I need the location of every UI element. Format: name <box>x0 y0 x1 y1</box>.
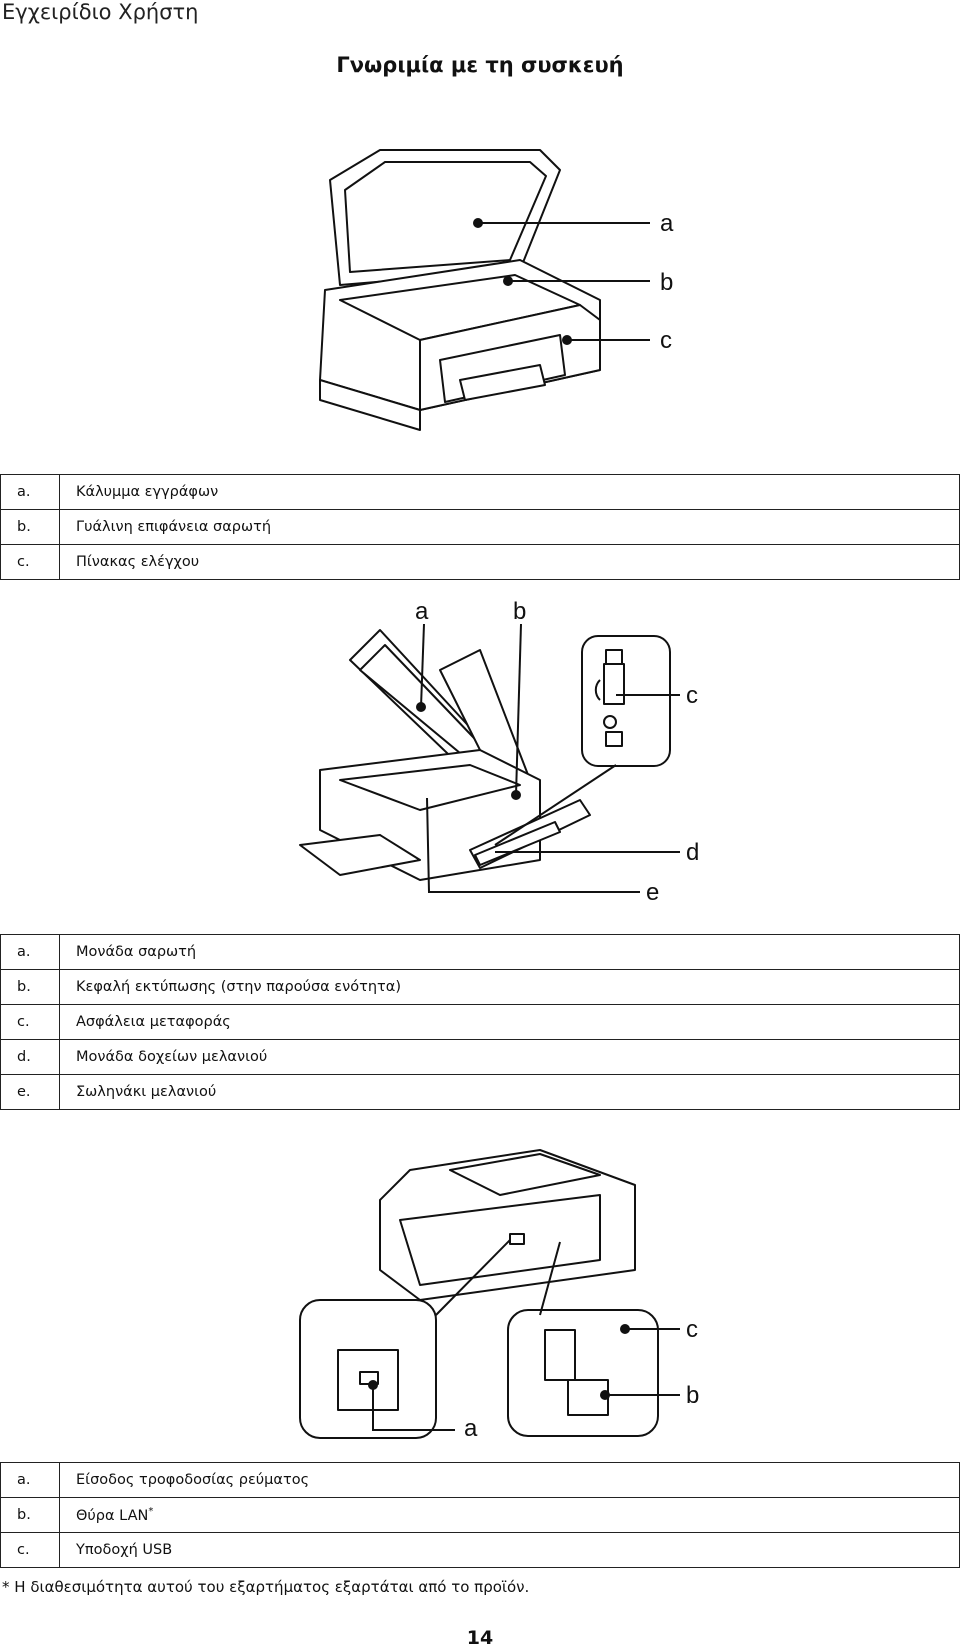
table-row: b. Θύρα LAN* <box>0 1497 960 1533</box>
callout-b: b <box>686 1382 699 1409</box>
callout-a: a <box>660 210 674 237</box>
callout-a: a <box>464 1415 478 1440</box>
callout-c: c <box>660 327 672 354</box>
callout-e: e <box>646 879 659 906</box>
legend-letter: c. <box>0 544 60 580</box>
callout-d: d <box>686 839 699 866</box>
legend-text: Γυάλινη επιφάνεια σαρωτή <box>59 509 960 545</box>
section-title: Γνωριμία με τη συσκευή <box>336 53 624 77</box>
callout-b: b <box>660 269 673 296</box>
legend-letter: b. <box>0 969 60 1005</box>
figure-printer-inside: a b c d e <box>0 600 960 925</box>
legend-text: Σωληνάκι μελανιού <box>59 1074 960 1110</box>
legend-letter: a. <box>0 1462 60 1498</box>
callout-c: c <box>686 1316 698 1343</box>
table-row: a. Μονάδα σαρωτή <box>0 934 960 970</box>
figure-printer-rear: a b c <box>0 1140 960 1440</box>
callout-b: b <box>513 600 526 625</box>
legend-letter: e. <box>0 1074 60 1110</box>
legend-text: Πίνακας ελέγχου <box>59 544 960 580</box>
table-row: c. Υποδοχή USB <box>0 1532 960 1568</box>
legend-letter: d. <box>0 1039 60 1075</box>
footnote: * Η διαθεσιμότητα αυτού του εξαρτήματος … <box>2 1578 530 1596</box>
legend-text: Μονάδα δοχείων μελανιού <box>59 1039 960 1075</box>
legend-table-2: a. Μονάδα σαρωτή b. Κεφαλή εκτύπωσης (στ… <box>0 934 960 1110</box>
legend-letter: c. <box>0 1004 60 1040</box>
legend-text: Θύρα LAN <box>76 1507 149 1524</box>
printer-front-illustration: a b c <box>319 149 674 431</box>
legend-table-1: a. Κάλυμμα εγγράφων b. Γυάλινη επιφάνεια… <box>0 474 960 580</box>
running-header: Εγχειρίδιο Χρήστη <box>2 0 199 24</box>
legend-text-cell: Θύρα LAN* <box>59 1497 960 1533</box>
table-row: b. Γυάλινη επιφάνεια σαρωτή <box>0 509 960 545</box>
callout-a: a <box>415 600 429 625</box>
figure-printer-front: a b c <box>0 140 960 460</box>
table-row: a. Είσοδος τροφοδοσίας ρεύματος <box>0 1462 960 1498</box>
legend-text: Κεφαλή εκτύπωσης (στην παρούσα ενότητα) <box>59 969 960 1005</box>
table-row: d. Μονάδα δοχείων μελανιού <box>0 1039 960 1075</box>
callout-c: c <box>686 682 698 709</box>
legend-text: Είσοδος τροφοδοσίας ρεύματος <box>76 1472 310 1488</box>
legend-text-cell: Υποδοχή USB <box>59 1532 960 1568</box>
legend-text: Μονάδα σαρωτή <box>59 934 960 970</box>
legend-letter: a. <box>0 474 60 510</box>
table-row: c. Πίνακας ελέγχου <box>0 544 960 580</box>
legend-text: Ασφάλεια μεταφοράς <box>59 1004 960 1040</box>
legend-text: Υποδοχή USB <box>76 1542 173 1558</box>
legend-letter: b. <box>0 1497 60 1533</box>
page-number: 14 <box>466 1627 494 1649</box>
table-row: e. Σωληνάκι μελανιού <box>0 1074 960 1110</box>
printer-inside-illustration: a b c d e <box>299 600 699 906</box>
printer-rear-illustration: a b c <box>299 1149 699 1440</box>
legend-text-cell: Είσοδος τροφοδοσίας ρεύματος <box>59 1462 960 1498</box>
legend-text: Κάλυμμα εγγράφων <box>59 474 960 510</box>
legend-letter: a. <box>0 934 60 970</box>
table-row: c. Ασφάλεια μεταφοράς <box>0 1004 960 1040</box>
legend-letter: c. <box>0 1532 60 1568</box>
legend-letter: b. <box>0 509 60 545</box>
table-row: b. Κεφαλή εκτύπωσης (στην παρούσα ενότητ… <box>0 969 960 1005</box>
table-row: a. Κάλυμμα εγγράφων <box>0 474 960 510</box>
footnote-marker: * <box>148 1506 154 1518</box>
legend-table-3: a. Είσοδος τροφοδοσίας ρεύματος b. Θύρα … <box>0 1462 960 1568</box>
